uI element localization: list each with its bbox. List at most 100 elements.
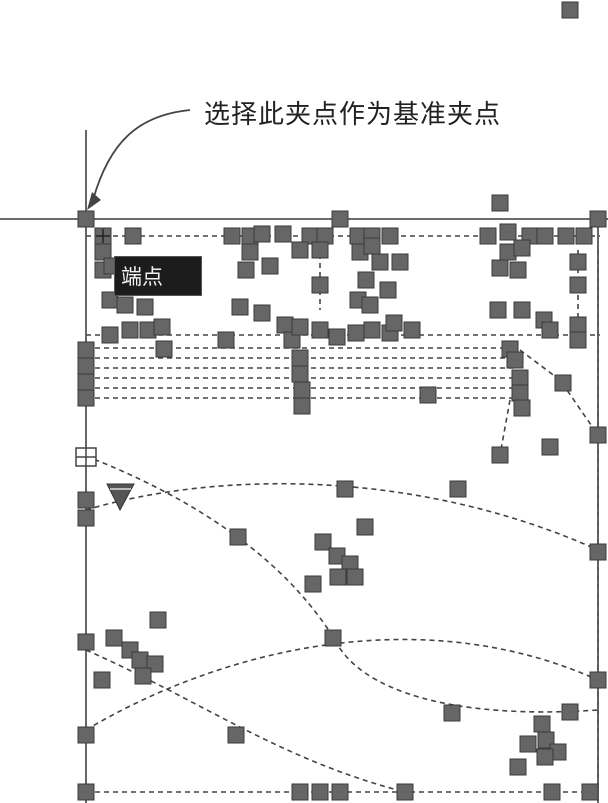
- grip-point[interactable]: [499, 223, 517, 241]
- grip-point[interactable]: [311, 276, 329, 294]
- grip-point[interactable]: [121, 321, 139, 339]
- grip-point[interactable]: [253, 225, 271, 243]
- grip-point[interactable]: [93, 671, 111, 689]
- grip-point[interactable]: [291, 349, 309, 367]
- grip-point[interactable]: [101, 326, 119, 344]
- grip-point[interactable]: [356, 518, 374, 536]
- grip-point[interactable]: [449, 480, 467, 498]
- grip-point[interactable]: [105, 629, 123, 647]
- grip-point[interactable]: [331, 783, 349, 801]
- grip-point[interactable]: [217, 331, 235, 349]
- grip-point[interactable]: [561, 703, 579, 721]
- grip-point[interactable]: [396, 783, 414, 801]
- grip-point[interactable]: [314, 533, 332, 551]
- grip-point[interactable]: [581, 783, 599, 801]
- grip-point[interactable]: [479, 227, 497, 245]
- grip-point[interactable]: [293, 381, 311, 399]
- grip-point[interactable]: [511, 369, 529, 387]
- grip-point[interactable]: [291, 365, 309, 383]
- grip-point[interactable]: [357, 271, 375, 289]
- grip-point[interactable]: [491, 259, 509, 277]
- grip-point[interactable]: [77, 357, 95, 375]
- grip-point[interactable]: [94, 243, 112, 261]
- grip-point[interactable]: [324, 629, 342, 647]
- grip-point[interactable]: [311, 321, 329, 339]
- grip-point[interactable]: [77, 491, 95, 509]
- grip-point[interactable]: [385, 314, 403, 332]
- grip-point[interactable]: [489, 301, 507, 319]
- grip-point[interactable]: [371, 253, 389, 271]
- grip-point[interactable]: [241, 243, 259, 261]
- grip-point[interactable]: [77, 633, 95, 651]
- grip-point[interactable]: [77, 389, 95, 407]
- grip-point[interactable]: [77, 509, 95, 527]
- grip-point[interactable]: [536, 748, 554, 766]
- grip-point[interactable]: [261, 257, 279, 275]
- grip-point[interactable]: [253, 304, 271, 322]
- grip-point[interactable]: [77, 210, 95, 228]
- grip-point[interactable]: [116, 296, 134, 314]
- grip-point[interactable]: [533, 715, 551, 733]
- grip-point[interactable]: [361, 296, 379, 314]
- grip-point[interactable]: [519, 735, 537, 753]
- grip-point[interactable]: [291, 783, 309, 801]
- grip-point[interactable]: [311, 241, 329, 259]
- grip-point[interactable]: [379, 281, 397, 299]
- grip-point[interactable]: [589, 543, 607, 561]
- grip-point[interactable]: [124, 227, 142, 245]
- grip-point[interactable]: [149, 611, 167, 629]
- grip-point[interactable]: [304, 575, 322, 593]
- grip-point[interactable]: [363, 321, 381, 339]
- grip-point[interactable]: [569, 316, 587, 334]
- grip-point[interactable]: [403, 321, 421, 339]
- grip-point[interactable]: [554, 374, 572, 392]
- grip-point[interactable]: [569, 253, 587, 271]
- grip-point[interactable]: [541, 321, 559, 339]
- grip-point[interactable]: [336, 480, 354, 498]
- grip-point[interactable]: [347, 324, 365, 342]
- grip-points[interactable]: [77, 1, 607, 801]
- grip-point[interactable]: [134, 667, 152, 685]
- grip-point[interactable]: [513, 301, 531, 319]
- grip-point[interactable]: [311, 783, 329, 801]
- grip-point[interactable]: [509, 261, 527, 279]
- grip-point[interactable]: [589, 671, 607, 689]
- grip-point[interactable]: [569, 276, 587, 294]
- grip-point[interactable]: [443, 704, 461, 722]
- grip-point[interactable]: [509, 758, 527, 776]
- grip-point[interactable]: [276, 316, 294, 334]
- grip-point[interactable]: [131, 651, 149, 669]
- grip-point[interactable]: [363, 237, 381, 255]
- grip-point[interactable]: [155, 340, 173, 358]
- grip-point[interactable]: [77, 783, 95, 801]
- grip-point[interactable]: [328, 328, 346, 346]
- grip-point[interactable]: [561, 1, 579, 19]
- grip-point[interactable]: [229, 528, 247, 546]
- grip-point[interactable]: [569, 331, 587, 349]
- grip-point[interactable]: [541, 438, 559, 456]
- grip-point[interactable]: [237, 261, 255, 279]
- grip-point[interactable]: [513, 239, 531, 257]
- grip-point[interactable]: [391, 253, 409, 271]
- grip-point[interactable]: [331, 210, 349, 228]
- grip-point[interactable]: [231, 298, 249, 316]
- grip-point[interactable]: [543, 783, 561, 801]
- grip-point[interactable]: [589, 426, 607, 444]
- grip-point[interactable]: [575, 227, 593, 245]
- grip-point[interactable]: [419, 386, 437, 404]
- grip-point[interactable]: [491, 194, 509, 212]
- grip-point[interactable]: [329, 568, 347, 586]
- grip-point[interactable]: [291, 241, 309, 259]
- grip-point[interactable]: [153, 318, 171, 336]
- grip-point[interactable]: [227, 726, 245, 744]
- grip-point[interactable]: [223, 227, 241, 245]
- grip-point[interactable]: [513, 399, 531, 417]
- grip-point[interactable]: [77, 726, 95, 744]
- grip-point[interactable]: [77, 341, 95, 359]
- grip-point[interactable]: [491, 446, 509, 464]
- grip-point[interactable]: [291, 318, 309, 336]
- grip-point[interactable]: [77, 373, 95, 391]
- grip-point[interactable]: [293, 397, 311, 415]
- grip-point[interactable]: [589, 210, 607, 228]
